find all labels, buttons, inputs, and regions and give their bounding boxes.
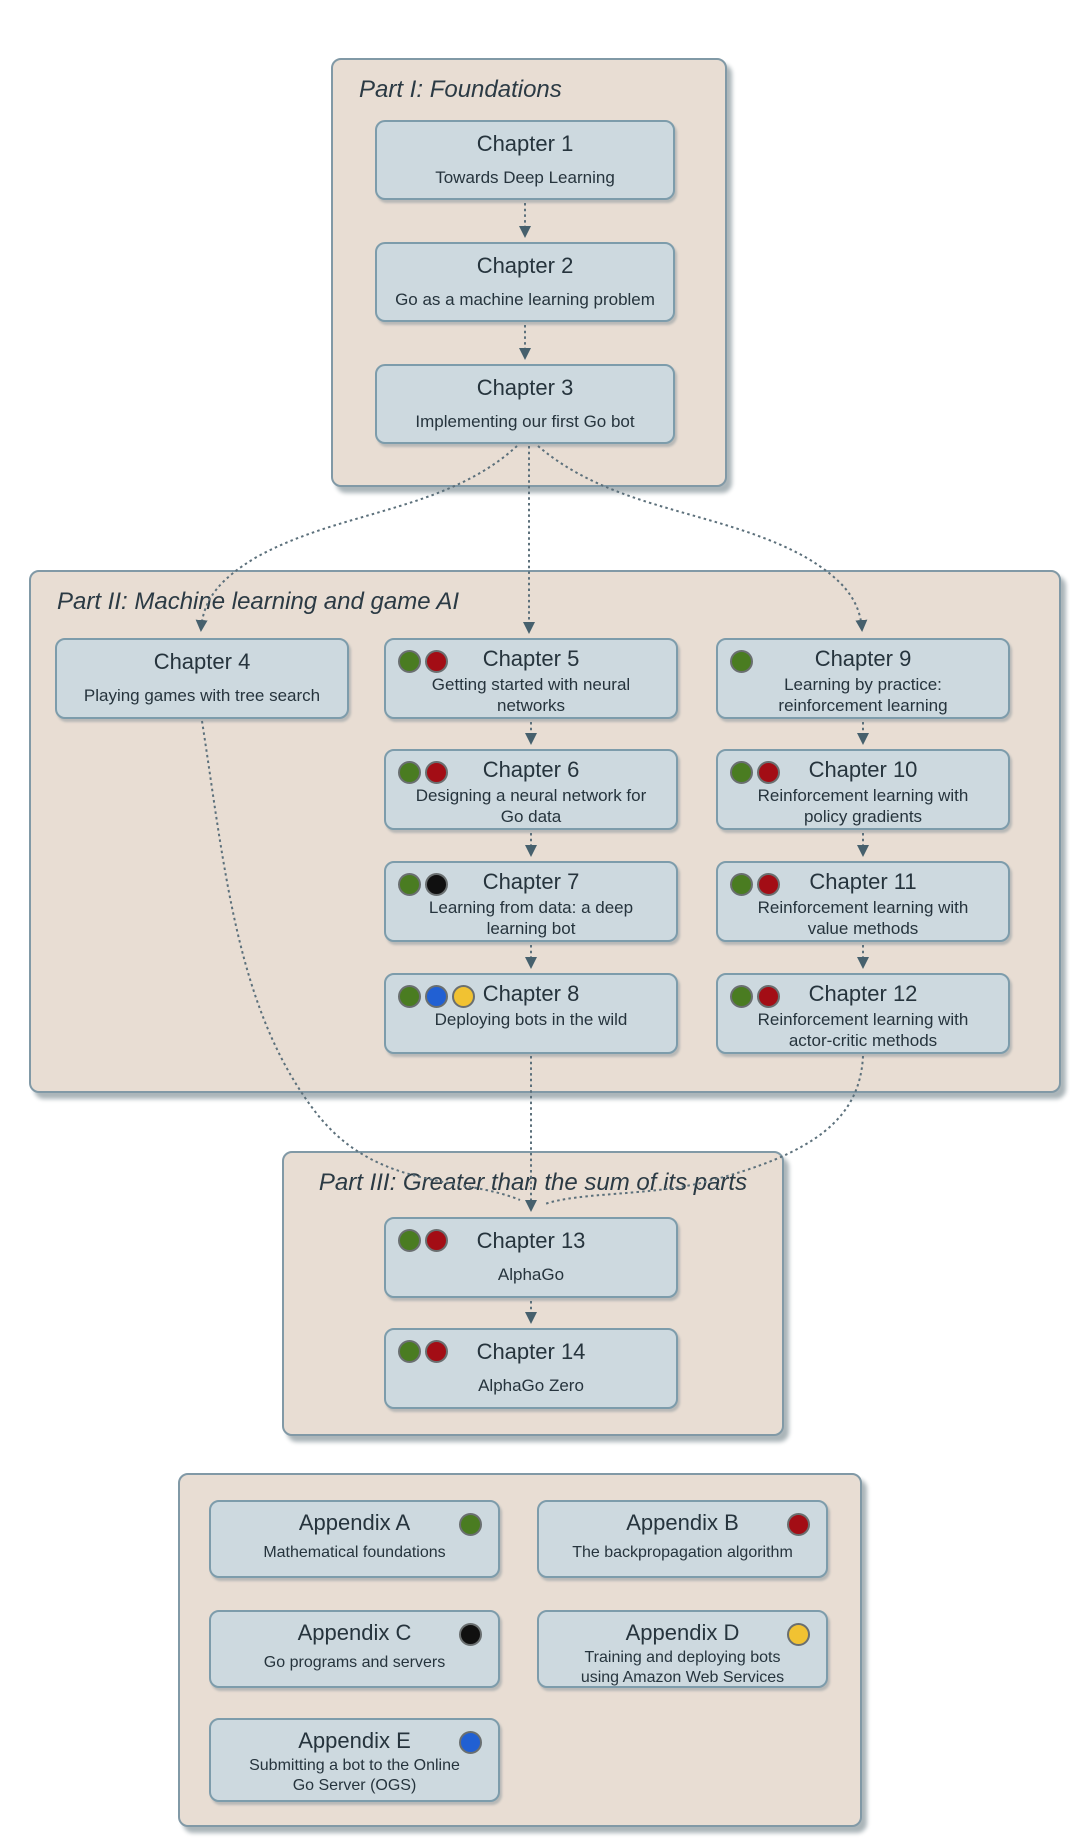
chapter-13-box: Chapter 13 AlphaGo [384, 1217, 678, 1298]
appendix-a-box: Appendix A Mathematical foundations [209, 1500, 500, 1578]
red-status-dot [757, 761, 780, 784]
red-status-dot [757, 985, 780, 1008]
chapter-10-box: Chapter 10 Reinforcement learning with p… [716, 749, 1010, 830]
chapter-5-subtitle: Getting started with neural networks [431, 675, 631, 715]
red-status-dot [787, 1513, 810, 1536]
chapter-14-box: Chapter 14 AlphaGo Zero [384, 1328, 678, 1409]
chapter-5-title: Chapter 5 [482, 646, 580, 671]
green-status-dot [398, 650, 421, 673]
appendix-c-subtitle: Go programs and servers [263, 1654, 446, 1671]
appendix-c-box: Appendix C Go programs and servers [209, 1610, 500, 1688]
chapter-8-dots [398, 985, 475, 1008]
chapter-10-title: Chapter 10 [808, 757, 918, 782]
green-status-dot [398, 761, 421, 784]
green-status-dot [398, 1229, 421, 1252]
appendix-e-box: Appendix E Submitting a bot to the Onlin… [209, 1718, 500, 1802]
chapter-7-dots [398, 873, 448, 896]
yellow-status-dot [787, 1623, 810, 1646]
part-iii-title: Part III: Greater than the sum of its pa… [318, 1169, 748, 1196]
chapter-7-subtitle: Learning from data: a deep learning bot [428, 898, 634, 938]
appendix-d-title: Appendix D [625, 1620, 740, 1645]
chapter-13-dots [398, 1229, 448, 1252]
chapter-6-dots [398, 761, 448, 784]
chapter-12-title: Chapter 12 [808, 981, 918, 1006]
appendix-e-subtitle: Submitting a bot to the Online Go Server… [249, 1757, 460, 1794]
chapter-13-subtitle: AlphaGo [497, 1265, 565, 1284]
red-status-dot [425, 650, 448, 673]
chapter-12-subtitle: Reinforcement learning with actor-critic… [757, 1010, 969, 1050]
chapter-5-box: Chapter 5 Getting started with neural ne… [384, 638, 678, 719]
chapter-3-subtitle: Implementing our first Go bot [415, 412, 635, 431]
chapter-7-box: Chapter 7 Learning from data: a deep lea… [384, 861, 678, 942]
part-ii-title: Part II: Machine learning and game AI [57, 588, 459, 615]
chapter-8-box: Chapter 8 Deploying bots in the wild [384, 973, 678, 1054]
chapter-1-subtitle: Towards Deep Learning [435, 168, 615, 187]
chapter-2-subtitle: Go as a machine learning problem [395, 290, 655, 309]
chapter-14-dots [398, 1340, 448, 1363]
appendix-e-title: Appendix E [298, 1728, 411, 1753]
red-status-dot [425, 1340, 448, 1363]
chapter-6-box: Chapter 6 Designing a neural network for… [384, 749, 678, 830]
chapter-4-title: Chapter 4 [153, 649, 251, 674]
chapter-12-dots [730, 985, 780, 1008]
appendix-b-dot [787, 1513, 810, 1536]
chapter-4-subtitle: Playing games with tree search [83, 686, 321, 705]
appendix-d-dot [787, 1623, 810, 1646]
appendix-a-title: Appendix A [298, 1510, 411, 1535]
chapter-11-box: Chapter 11 Reinforcement learning with v… [716, 861, 1010, 942]
chapter-1-title: Chapter 1 [476, 131, 574, 156]
chapter-8-subtitle: Deploying bots in the wild [434, 1010, 628, 1029]
chapter-12-box: Chapter 12 Reinforcement learning with a… [716, 973, 1010, 1054]
chapter-14-title: Chapter 14 [476, 1339, 586, 1364]
chapter-5-dots [398, 650, 448, 673]
appendix-a-subtitle: Mathematical foundations [263, 1544, 446, 1561]
green-status-dot [398, 873, 421, 896]
appendix-a-dot [459, 1513, 482, 1536]
chapter-4-box: Chapter 4 Playing games with tree search [55, 638, 349, 719]
black-status-dot [459, 1623, 482, 1646]
appendix-b-box: Appendix B The backpropagation algorithm [537, 1500, 828, 1578]
chapter-13-title: Chapter 13 [476, 1228, 586, 1253]
part-i-title: Part I: Foundations [359, 76, 562, 103]
chapter-9-subtitle: Learning by practice: reinforcement lear… [778, 675, 948, 715]
appendix-d-box: Appendix D Training and deploying bots u… [537, 1610, 828, 1688]
green-status-dot [398, 1340, 421, 1363]
chapter-9-title: Chapter 9 [814, 646, 912, 671]
chapter-10-dots [730, 761, 780, 784]
chapter-9-dots [730, 650, 753, 673]
appendix-c-title: Appendix C [297, 1620, 412, 1645]
appendix-d-subtitle: Training and deploying bots using Amazon… [580, 1649, 785, 1686]
chapter-6-subtitle: Designing a neural network for Go data [415, 786, 647, 826]
green-status-dot [398, 985, 421, 1008]
red-status-dot [757, 873, 780, 896]
yellow-status-dot [452, 985, 475, 1008]
appendix-b-title: Appendix B [626, 1510, 739, 1535]
red-status-dot [425, 761, 448, 784]
chapter-11-subtitle: Reinforcement learning with value method… [757, 898, 969, 938]
chapter-2-box: Chapter 2 Go as a machine learning probl… [375, 242, 675, 322]
blue-status-dot [459, 1731, 482, 1754]
appendix-e-dot [459, 1731, 482, 1754]
green-status-dot [730, 650, 753, 673]
chapter-3-title: Chapter 3 [476, 375, 574, 400]
chapter-1-box: Chapter 1 Towards Deep Learning [375, 120, 675, 200]
chapter-14-subtitle: AlphaGo Zero [478, 1376, 584, 1395]
green-status-dot [459, 1513, 482, 1536]
green-status-dot [730, 761, 753, 784]
green-status-dot [730, 985, 753, 1008]
black-status-dot [425, 873, 448, 896]
blue-status-dot [425, 985, 448, 1008]
chapter-11-title: Chapter 11 [809, 869, 917, 894]
chapter-2-title: Chapter 2 [476, 253, 574, 278]
chapter-9-box: Chapter 9 Learning by practice: reinforc… [716, 638, 1010, 719]
green-status-dot [730, 873, 753, 896]
chapter-11-dots [730, 873, 780, 896]
appendix-c-dot [459, 1623, 482, 1646]
chapter-3-box: Chapter 3 Implementing our first Go bot [375, 364, 675, 444]
chapter-10-subtitle: Reinforcement learning with policy gradi… [757, 786, 969, 826]
appendix-b-subtitle: The backpropagation algorithm [572, 1544, 793, 1561]
red-status-dot [425, 1229, 448, 1252]
